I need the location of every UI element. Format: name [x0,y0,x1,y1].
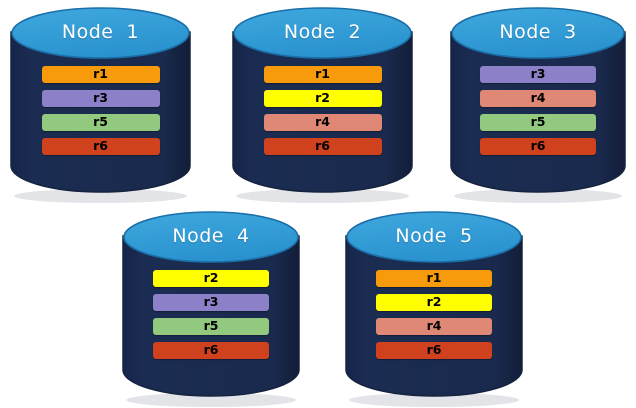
database-node[interactable]: Node 3 r3 r4 r5 r6 [450,6,626,206]
record-bar[interactable]: r5 [153,318,269,335]
record-bar[interactable]: r3 [480,66,596,83]
record-bar[interactable]: r6 [263,138,382,155]
record-label: r3 [530,66,546,82]
record-bar[interactable]: r4 [263,114,382,131]
node-title: Node 1 [61,21,140,43]
record-label: r5 [203,318,219,334]
database-node[interactable]: Node 5 r1 r2 r4 r6 [345,210,523,408]
record-label: r3 [203,294,219,310]
record-bar[interactable]: r4 [480,90,596,107]
record-bar[interactable]: r6 [480,138,596,155]
record-list: r1 r2 r4 r6 [345,270,523,359]
record-label: r6 [315,138,330,154]
record-label: r2 [426,294,442,310]
record-bar[interactable]: r6 [41,138,160,155]
record-label: r1 [315,66,330,82]
record-bar[interactable]: r1 [263,66,382,83]
record-bar[interactable]: r2 [376,294,492,311]
database-node[interactable]: Node 2 r1 r2 r4 r6 [232,6,413,206]
record-list: r1 r3 r5 r6 [10,66,191,155]
record-label: r4 [530,90,546,106]
record-list: r2 r3 r5 r6 [122,270,300,359]
record-label: r6 [203,342,219,358]
record-label: r6 [426,342,442,358]
record-bar[interactable]: r3 [41,90,160,107]
node-title: Node 3 [499,21,577,43]
database-node[interactable]: Node 1 r1 r3 r5 r6 [10,6,191,206]
node-title: Node 4 [172,225,250,247]
database-node[interactable]: Node 4 r2 r3 r5 r6 [122,210,300,408]
record-bar[interactable]: r4 [376,318,492,335]
record-list: r3 r4 r5 r6 [450,66,626,155]
record-label: r1 [426,270,442,286]
record-bar[interactable]: r2 [263,90,382,107]
record-bar[interactable]: r5 [480,114,596,131]
record-label: r5 [530,114,546,130]
node-title: Node 5 [395,225,473,247]
record-bar[interactable]: r1 [376,270,492,287]
record-label: r4 [426,318,442,334]
record-bar[interactable]: r2 [153,270,269,287]
record-list: r1 r2 r4 r6 [232,66,413,155]
record-bar[interactable]: r6 [376,342,492,359]
record-label: r3 [93,90,108,106]
record-bar[interactable]: r6 [153,342,269,359]
record-label: r5 [93,114,108,130]
record-label: r1 [93,66,108,82]
record-label: r2 [315,90,330,106]
record-bar[interactable]: r1 [41,66,160,83]
node-title: Node 2 [283,21,362,43]
record-label: r2 [203,270,219,286]
record-label: r6 [530,138,546,154]
record-label: r4 [315,114,330,130]
record-bar[interactable]: r3 [153,294,269,311]
record-label: r6 [93,138,108,154]
record-bar[interactable]: r5 [41,114,160,131]
